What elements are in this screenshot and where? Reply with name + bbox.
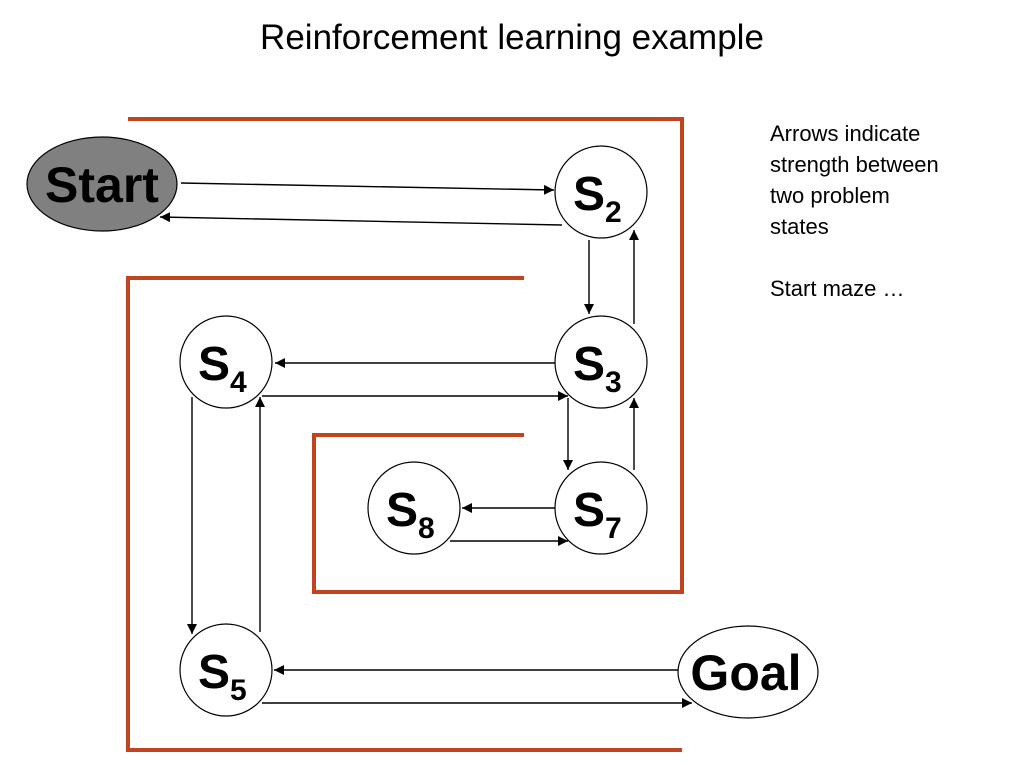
arrow-s2-to-start bbox=[159, 212, 563, 226]
node-s2: S2 bbox=[554, 145, 648, 239]
node-s4: S4 bbox=[179, 315, 273, 409]
node-s5-label: S5 bbox=[198, 646, 247, 707]
notes-line: two problem bbox=[770, 183, 890, 208]
node-s8: S8 bbox=[367, 461, 461, 555]
notes-line: strength between bbox=[770, 152, 939, 177]
notes-line: Arrows indicate bbox=[770, 121, 921, 146]
notes-line: states bbox=[770, 214, 829, 239]
maze-walls bbox=[126, 117, 684, 752]
node-s7: S7 bbox=[554, 461, 648, 555]
node-goal-label: Goal bbox=[690, 645, 801, 701]
maze-wall-outer bbox=[128, 117, 684, 594]
slide-title: Reinforcement learning example bbox=[260, 18, 764, 57]
node-start-label: Start bbox=[45, 157, 159, 213]
node-s3: S3 bbox=[554, 315, 648, 409]
node-s4-label: S4 bbox=[198, 338, 247, 399]
notes-line: Start maze … bbox=[770, 276, 905, 301]
arrow-start-to-s2 bbox=[180, 182, 555, 195]
node-s3-label: S3 bbox=[573, 338, 622, 399]
node-goal: Goal bbox=[677, 625, 819, 719]
node-s5: S5 bbox=[179, 623, 273, 717]
transition-arrows bbox=[159, 182, 692, 708]
node-s8-label: S8 bbox=[386, 484, 435, 545]
maze-wall-inner bbox=[126, 276, 682, 752]
node-start: Start bbox=[26, 136, 178, 232]
notes-text: Arrows indicate strength between two pro… bbox=[770, 118, 1010, 304]
node-s7-label: S7 bbox=[573, 484, 622, 545]
node-s2-label: S2 bbox=[573, 168, 622, 229]
